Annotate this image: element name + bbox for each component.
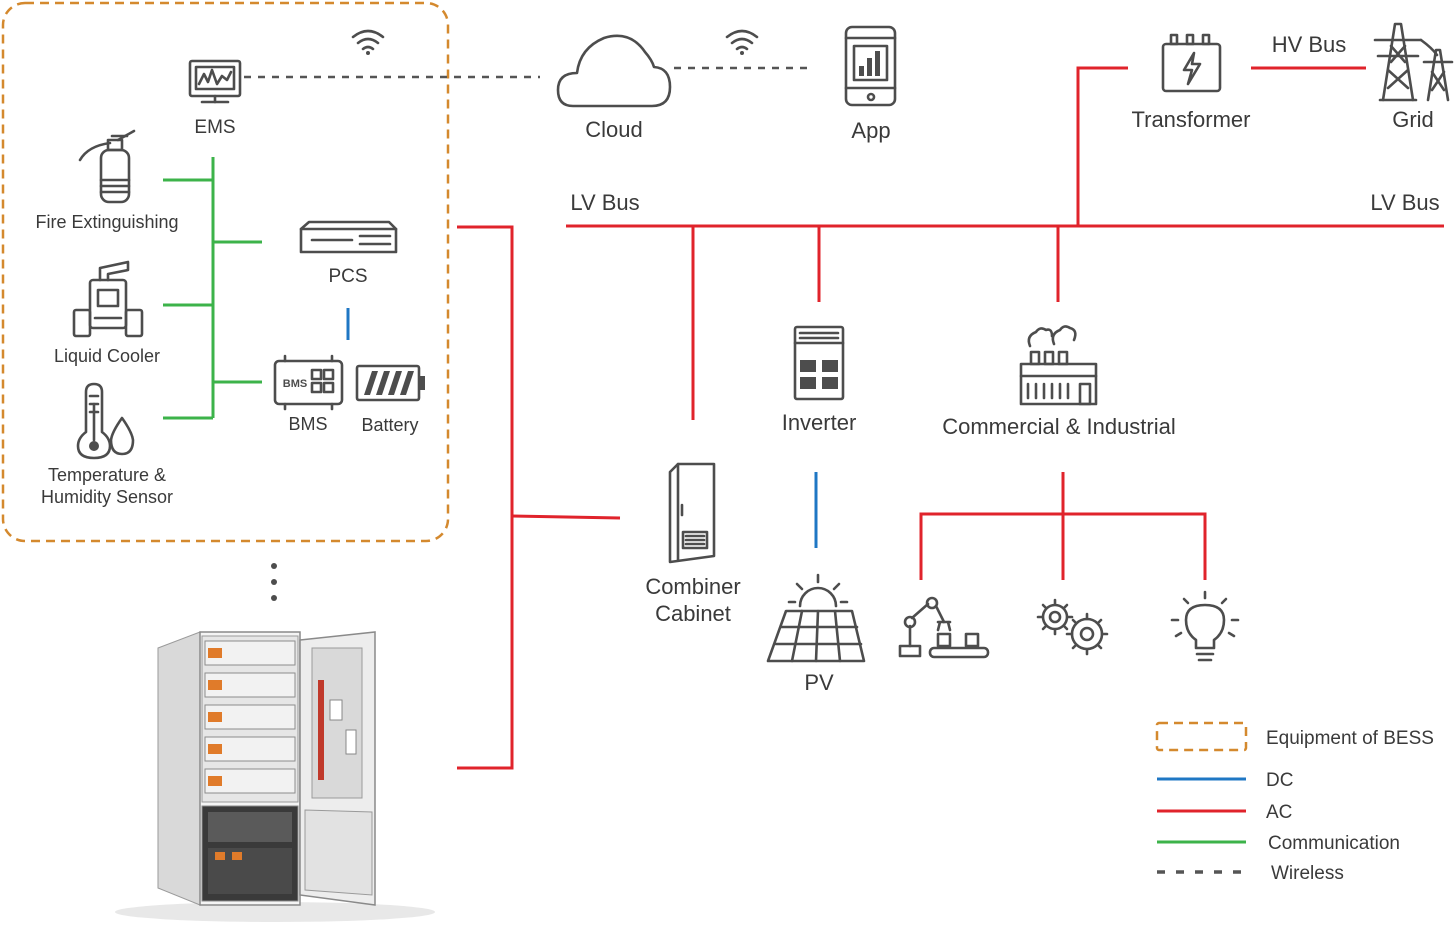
cloud-label: Cloud — [585, 117, 642, 142]
more-cabinets-ellipsis — [271, 563, 277, 601]
combiner-cabinet-icon — [668, 462, 716, 564]
liquid-cooler-node: Liquid Cooler — [54, 260, 160, 366]
wireless-lines — [244, 66, 812, 79]
pcs-rack-icon — [299, 220, 398, 254]
pcs-node: PCS — [299, 220, 398, 287]
battery-label: Battery — [361, 415, 418, 435]
inverter-label: Inverter — [782, 410, 857, 435]
commercial-industrial-label: Commercial & Industrial — [942, 414, 1176, 439]
cloud-node: Cloud — [556, 34, 672, 142]
monitor-chart-icon — [188, 59, 242, 104]
legend-item-bess: Equipment of BESS — [1155, 721, 1434, 752]
app-label: App — [851, 118, 890, 143]
fire-extinguishing-label: Fire Extinguishing — [35, 212, 178, 232]
grid-label: Grid — [1392, 107, 1434, 132]
legend-label: Communication — [1268, 833, 1400, 854]
cloud-icon — [556, 34, 672, 108]
bms-node: BMS BMS — [273, 354, 344, 434]
wifi-icon — [725, 29, 759, 55]
transformer-node: Transformer — [1132, 33, 1251, 132]
bms-label: BMS — [288, 414, 327, 434]
lv-bus-label-left: LV Bus — [570, 190, 639, 215]
wifi-icon — [351, 29, 385, 55]
liquid-cooler-icon — [72, 260, 144, 338]
legend-item-communication: Communication — [1157, 833, 1400, 854]
ems-node: EMS — [188, 59, 242, 138]
communication-lines — [163, 157, 262, 420]
ems-label: EMS — [194, 117, 235, 138]
lv-bus-label-right: LV Bus — [1370, 190, 1439, 215]
legend-label: Wireless — [1271, 863, 1344, 884]
legend: Equipment of BESS DC AC Communication Wi… — [1155, 721, 1434, 884]
legend-item-ac: AC — [1157, 802, 1292, 823]
phone-app-icon — [844, 25, 897, 107]
battery-cabinet-image — [115, 631, 435, 922]
pv-node: PV — [766, 573, 866, 695]
combiner-cabinet-label-1: Combiner — [645, 574, 740, 599]
legend-item-dc: DC — [1157, 770, 1293, 791]
inverter-cabinet-icon — [793, 325, 845, 401]
combiner-cabinet-node: Combiner Cabinet — [645, 462, 741, 626]
transformer-icon — [1161, 33, 1222, 93]
grid-node: Grid — [1373, 22, 1454, 132]
battery-icon — [355, 364, 425, 402]
bms-chip-icon: BMS — [273, 354, 344, 411]
thermometer-drop-icon — [76, 382, 135, 460]
temperature-humidity-node: Temperature & Humidity Sensor — [41, 382, 173, 507]
temperature-humidity-label-1: Temperature & — [48, 465, 166, 485]
liquid-cooler-label: Liquid Cooler — [54, 346, 160, 366]
combiner-cabinet-label-2: Cabinet — [655, 601, 731, 626]
fire-extinguishing-node: Fire Extinguishing — [35, 129, 179, 232]
legend-label: AC — [1266, 802, 1292, 823]
bms-badge: BMS — [283, 378, 307, 390]
light-bulb-icon — [1170, 590, 1240, 662]
battery-node: Battery — [355, 364, 425, 435]
solar-panel-icon — [766, 573, 866, 663]
pcs-label: PCS — [328, 266, 367, 287]
legend-item-wireless: Wireless — [1157, 863, 1344, 884]
commercial-industrial-node: Commercial & Industrial — [942, 325, 1176, 439]
inverter-node: Inverter — [782, 325, 857, 435]
transformer-label: Transformer — [1132, 107, 1251, 132]
dc-lines — [346, 308, 818, 548]
gears-icon — [1036, 598, 1109, 656]
factory-icon — [1019, 325, 1098, 406]
hv-bus-label: HV Bus — [1272, 32, 1347, 57]
temperature-humidity-label-2: Humidity Sensor — [41, 487, 173, 507]
app-node: App — [844, 25, 897, 143]
pv-label: PV — [804, 670, 834, 695]
robot-arm-icon — [898, 596, 990, 659]
legend-label: Equipment of BESS — [1266, 728, 1434, 749]
ac-lines — [457, 66, 1444, 770]
legend-label: DC — [1266, 770, 1293, 791]
bess-boundary — [1, 1, 450, 543]
power-tower-icon — [1373, 22, 1454, 102]
fire-extinguisher-icon — [78, 129, 136, 204]
battery-module-stack — [204, 640, 296, 794]
